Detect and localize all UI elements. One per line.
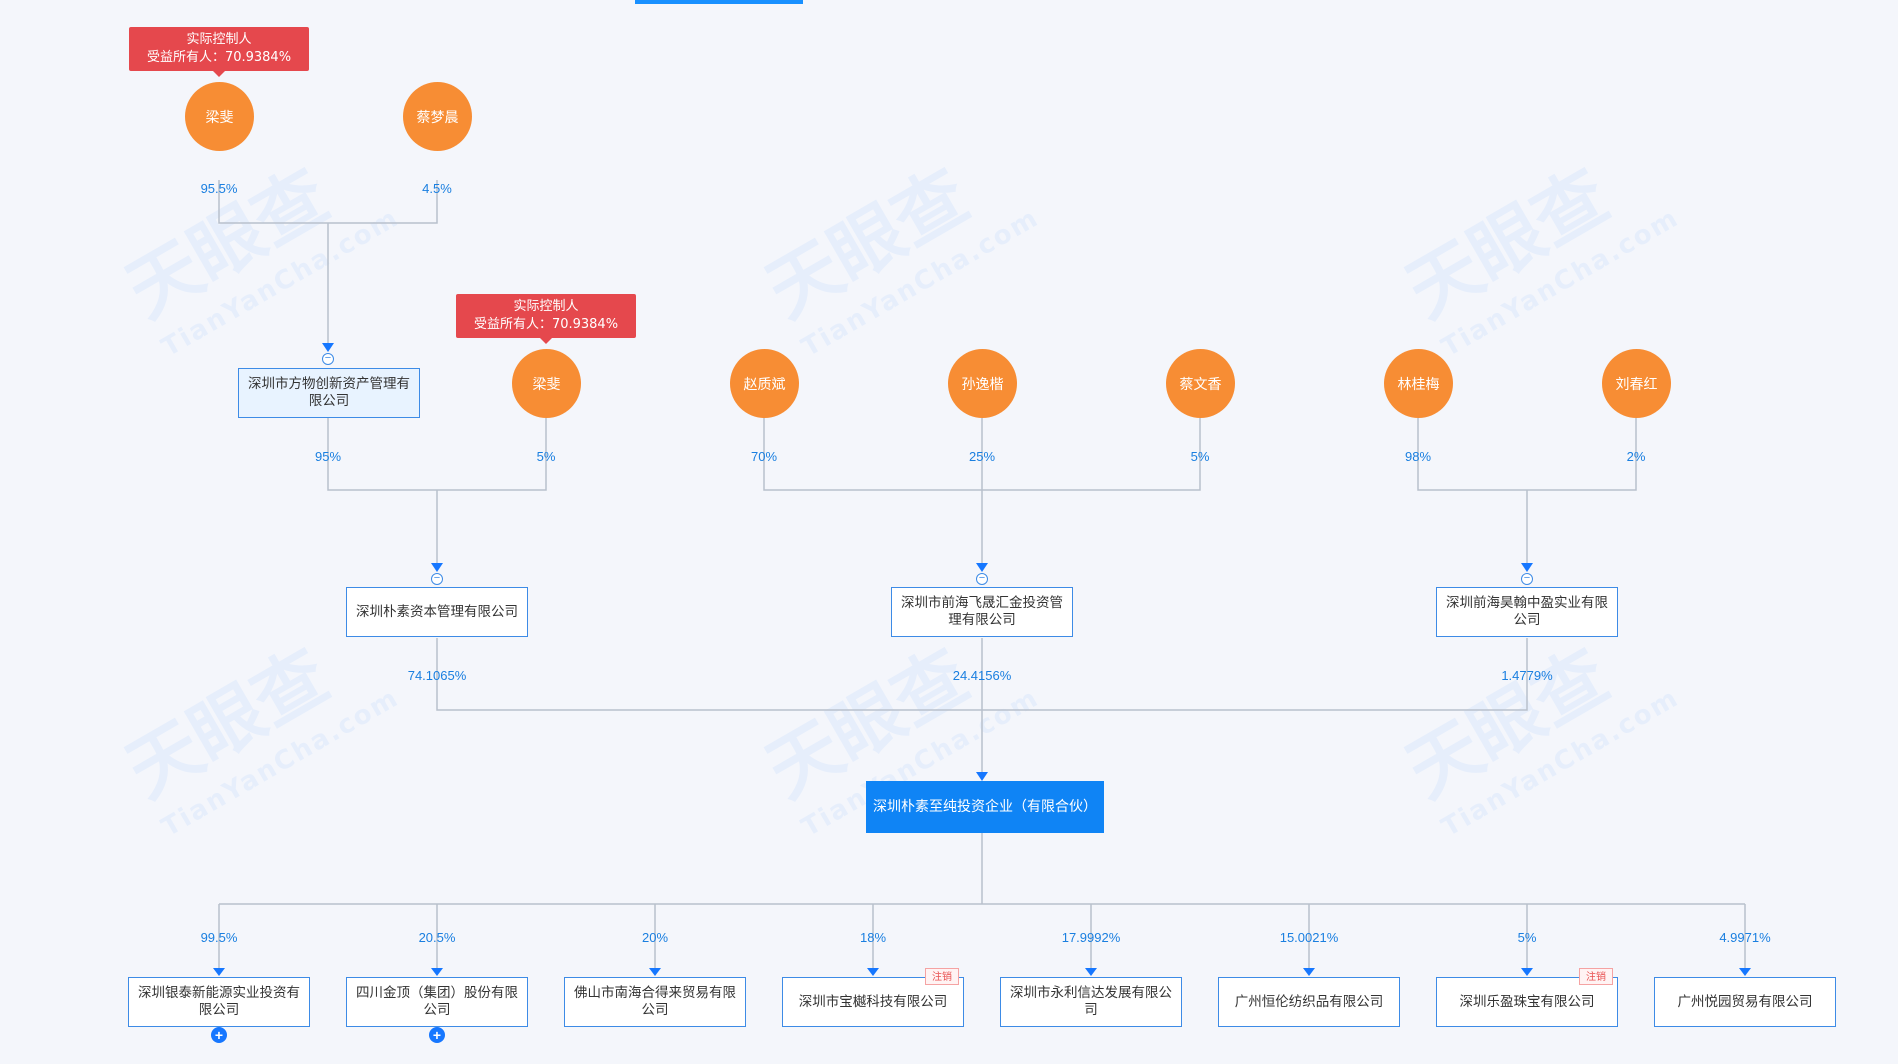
cancelled-tag: 注销 (925, 968, 959, 985)
share-pct: 95.5% (200, 181, 238, 196)
actual-controller-badge: 实际控制人 受益所有人：70.9384% (129, 27, 309, 77)
person-name: 林桂梅 (1397, 376, 1440, 393)
company-name: 深圳市方物创新资产管理有限公司 (248, 376, 410, 409)
person-name: 赵质斌 (743, 376, 786, 393)
investment-pct: 4.9971% (1719, 930, 1771, 945)
company-qianhai-feisheng[interactable]: 深圳市前海飞晟汇金投资管理有限公司 (891, 587, 1073, 637)
share-pct: 4.5% (422, 181, 452, 196)
arrow (1303, 968, 1315, 976)
company-name: 深圳银泰新能源实业投资有限公司 (138, 985, 300, 1018)
share-pct: 5% (536, 449, 556, 464)
badge-line2: 受益所有人：70.9384% (473, 317, 619, 332)
investment-company[interactable]: 四川金顶（集团）股份有限公司 (346, 977, 528, 1027)
badge-line1: 实际控制人 (513, 299, 579, 314)
collapse-icon[interactable]: − (322, 353, 334, 365)
company-fangwu[interactable]: 深圳市方物创新资产管理有限公司 (238, 368, 420, 418)
arrow (1521, 968, 1533, 976)
actual-controller-badge: 实际控制人 受益所有人：70.9384% (456, 294, 636, 344)
arrow (1085, 968, 1097, 976)
arrow (431, 968, 443, 976)
person-liang-fei[interactable]: 梁斐 (185, 82, 254, 151)
cancelled-tag: 注销 (1579, 968, 1613, 985)
investment-company[interactable]: 深圳市宝樾科技有限公司 (782, 977, 964, 1027)
investment-company[interactable]: 深圳银泰新能源实业投资有限公司 (128, 977, 310, 1027)
share-pct: 95% (314, 449, 342, 464)
company-name: 四川金顶（集团）股份有限公司 (356, 985, 518, 1018)
person-liang-fei[interactable]: 梁斐 (512, 349, 581, 418)
person-lin-guimei[interactable]: 林桂梅 (1384, 349, 1453, 418)
investment-company[interactable]: 广州恒伦纺织品有限公司 (1218, 977, 1400, 1027)
company-name: 佛山市南海合得来贸易有限公司 (574, 985, 736, 1018)
investment-pct: 20.5% (418, 930, 456, 945)
collapse-icon[interactable]: − (1521, 573, 1533, 585)
share-pct: 24.4156% (952, 668, 1012, 683)
collapse-icon[interactable]: − (976, 573, 988, 585)
investment-pct: 15.0021% (1279, 930, 1339, 945)
investment-pct: 17.9992% (1061, 930, 1121, 945)
badge-line2: 受益所有人：70.9384% (146, 50, 292, 65)
investment-company[interactable]: 深圳乐盈珠宝有限公司 (1436, 977, 1618, 1027)
company-name: 深圳朴素至纯投资企业（有限合伙） (873, 798, 1097, 815)
arrow (976, 772, 988, 781)
person-sun-yikai[interactable]: 孙逸楷 (948, 349, 1017, 418)
person-name: 蔡梦晨 (416, 109, 459, 126)
person-liu-chunhong[interactable]: 刘春红 (1602, 349, 1671, 418)
person-name: 梁斐 (532, 376, 561, 393)
person-cai-wenxiang[interactable]: 蔡文香 (1166, 349, 1235, 418)
company-name: 广州悦园贸易有限公司 (1677, 993, 1813, 1010)
badge-line1: 实际控制人 (186, 32, 252, 47)
share-pct: 2% (1626, 449, 1646, 464)
share-pct: 1.4779% (1501, 668, 1553, 683)
arrow (649, 968, 661, 976)
arrow (322, 343, 334, 352)
person-cai-mengchen[interactable]: 蔡梦晨 (403, 82, 472, 151)
company-name: 深圳市永利信达发展有限公司 (1010, 985, 1172, 1018)
arrow (1521, 563, 1533, 572)
arrow (976, 563, 988, 572)
company-pusu-capital[interactable]: 深圳朴素资本管理有限公司 (346, 587, 528, 637)
company-qianhai-haohan[interactable]: 深圳前海昊翰中盈实业有限公司 (1436, 587, 1618, 637)
company-name: 深圳市前海飞晟汇金投资管理有限公司 (901, 595, 1063, 628)
company-name: 深圳朴素资本管理有限公司 (356, 603, 518, 620)
person-zhao-zhibin[interactable]: 赵质斌 (730, 349, 799, 418)
person-name: 蔡文香 (1179, 376, 1222, 393)
share-pct: 70% (750, 449, 778, 464)
collapse-icon[interactable]: − (431, 573, 443, 585)
arrow (213, 968, 225, 976)
investment-company[interactable]: 深圳市永利信达发展有限公司 (1000, 977, 1182, 1027)
share-pct: 5% (1190, 449, 1210, 464)
investment-company[interactable]: 佛山市南海合得来贸易有限公司 (564, 977, 746, 1027)
person-name: 刘春红 (1615, 376, 1658, 393)
investment-company[interactable]: 广州悦园贸易有限公司 (1654, 977, 1836, 1027)
share-pct: 74.1065% (407, 668, 467, 683)
investment-pct: 5% (1517, 930, 1537, 945)
investment-pct: 99.5% (200, 930, 238, 945)
share-pct: 25% (968, 449, 996, 464)
arrow (431, 563, 443, 572)
share-pct: 98% (1404, 449, 1432, 464)
investment-pct: 20% (641, 930, 669, 945)
expand-icon[interactable]: + (429, 1027, 445, 1043)
arrow (1739, 968, 1751, 976)
company-name: 深圳前海昊翰中盈实业有限公司 (1446, 595, 1608, 628)
company-name: 深圳乐盈珠宝有限公司 (1459, 993, 1595, 1010)
company-name: 广州恒伦纺织品有限公司 (1234, 993, 1384, 1010)
top-tab-indicator (635, 0, 803, 4)
expand-icon[interactable]: + (211, 1027, 227, 1043)
company-name: 深圳市宝樾科技有限公司 (798, 993, 948, 1010)
company-target[interactable]: 深圳朴素至纯投资企业（有限合伙） (866, 781, 1104, 833)
person-name: 梁斐 (205, 109, 234, 126)
investment-pct: 18% (859, 930, 887, 945)
person-name: 孙逸楷 (961, 376, 1004, 393)
arrow (867, 968, 879, 976)
